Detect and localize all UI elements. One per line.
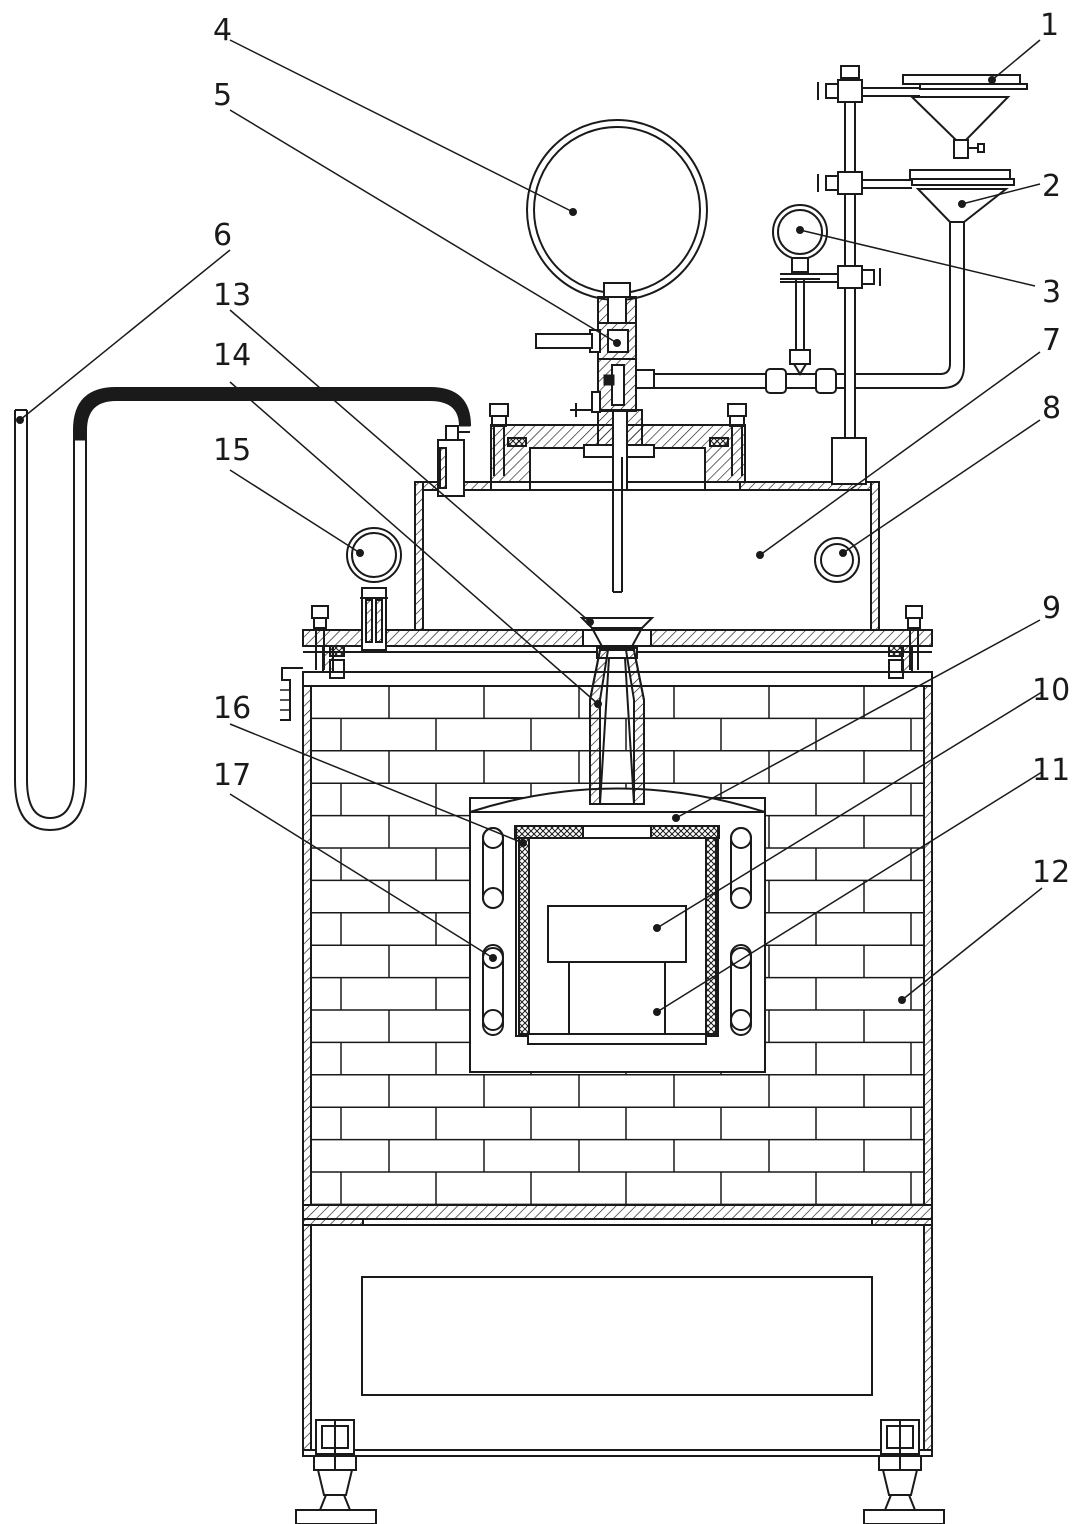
needle-valve [535, 322, 655, 417]
callout-14: 14 [213, 338, 251, 373]
sample-block [547, 905, 687, 963]
callout-8: 8 [1042, 391, 1061, 426]
callout-1: 1 [1040, 8, 1059, 43]
flange-bolt-left [489, 403, 509, 476]
funnel-lower [909, 169, 1015, 223]
callout-6: 6 [213, 218, 232, 253]
u-tube-manometer [14, 387, 471, 832]
callout-15: 15 [213, 433, 251, 468]
pressure-gauge-large [526, 119, 708, 324]
support-stand [780, 65, 920, 485]
pressure-gauge-small [772, 204, 828, 280]
feed-cone [579, 617, 655, 805]
callout-17: 17 [213, 758, 251, 793]
foot-right [863, 1419, 945, 1524]
callout-12: 12 [1032, 855, 1070, 890]
base-plate [302, 1204, 933, 1220]
callout-labels: 1 2 3 4 5 6 7 8 9 10 11 12 13 14 15 16 1… [213, 8, 1070, 890]
callout-9: 9 [1042, 591, 1061, 626]
crucible-wall-left [518, 837, 530, 1035]
callout-3: 3 [1042, 275, 1061, 310]
lower-compartment [310, 1224, 925, 1451]
leader-lines [16, 39, 1043, 1016]
callout-4: 4 [213, 13, 232, 48]
callout-10: 10 [1032, 673, 1070, 708]
crucible-wall-right [705, 837, 717, 1035]
support-block [568, 961, 666, 1035]
control-panel-window [361, 1276, 873, 1396]
callout-5: 5 [213, 78, 232, 113]
callout-2: 2 [1042, 169, 1061, 204]
pressure-gauge-15 [346, 527, 402, 651]
callout-7: 7 [1042, 323, 1061, 358]
callout-16: 16 [213, 691, 251, 726]
foot-left [295, 1419, 377, 1524]
flange-bolt-right [727, 403, 747, 476]
pressure-vessel [414, 403, 880, 631]
heating-chamber [469, 787, 766, 1073]
lid-bolt-right [905, 605, 923, 670]
heating-element-left [482, 827, 504, 1036]
callout-13: 13 [213, 278, 251, 313]
callout-11: 11 [1032, 753, 1070, 788]
lid-bolt-left [311, 605, 329, 670]
sight-window [814, 537, 860, 583]
funnel-upper [902, 74, 1028, 159]
heating-element-right [730, 827, 752, 1036]
gas-line [654, 222, 965, 394]
